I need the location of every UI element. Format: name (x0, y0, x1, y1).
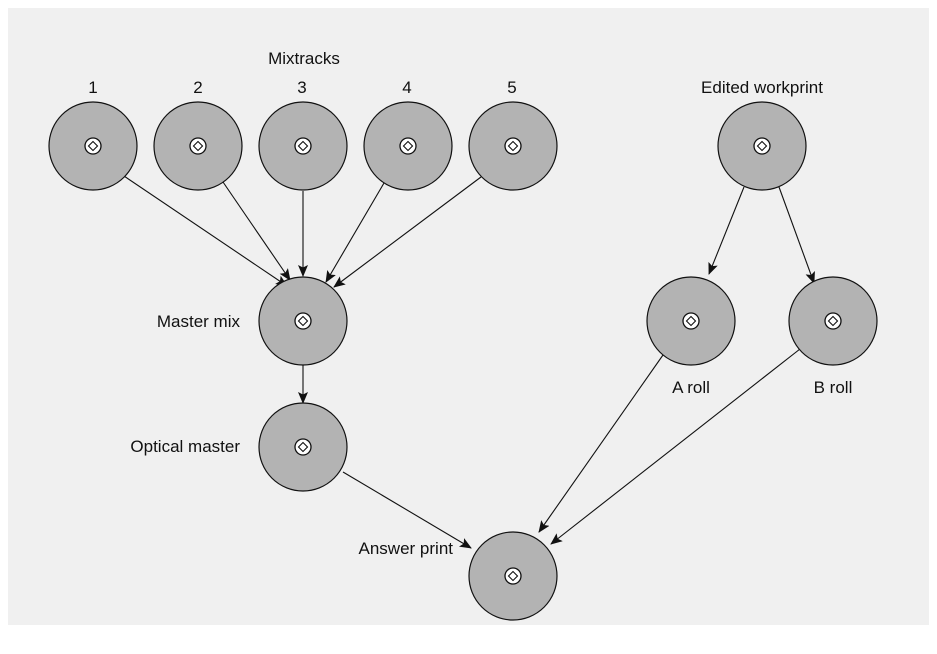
mixtrack-2-label: 2 (193, 78, 202, 97)
b-roll-reel-icon (788, 276, 878, 366)
arrow-mixtrack-5-to-master-mix (333, 176, 482, 288)
mixtrack-4-label: 4 (402, 78, 411, 97)
mixtrack-5-reel-icon (468, 101, 558, 191)
a-roll-label: A roll (672, 378, 710, 397)
master-mix-reel-icon (258, 276, 348, 366)
answer-print-reel-icon (468, 531, 558, 621)
mixtrack-3-label: 3 (297, 78, 306, 97)
mixtracks-title: Mixtracks (268, 49, 340, 68)
optical-master-label: Optical master (130, 437, 240, 456)
mixtrack-1-label: 1 (88, 78, 97, 97)
optical-master-reel-icon (258, 402, 348, 492)
b-roll-label: B roll (814, 378, 853, 397)
a-roll-reel-icon (646, 276, 736, 366)
mixtrack-2-reel-icon (153, 101, 243, 191)
answer-print-label: Answer print (359, 539, 454, 558)
arrow-b-roll-to-answer-print (550, 348, 801, 545)
arrow-a-roll-to-answer-print (538, 354, 664, 533)
arrow-mixtrack-4-to-master-mix (325, 182, 385, 283)
mixtrack-1-reel-icon (48, 101, 138, 191)
master-mix-label: Master mix (157, 312, 241, 331)
edited-workprint-label: Edited workprint (701, 78, 823, 97)
arrow-optical-master-to-answer-print (342, 471, 472, 549)
mixtrack-5-label: 5 (507, 78, 516, 97)
diagram-panel: Mixtracks 1 2 3 4 5 Edited workprint Mas… (8, 8, 929, 625)
flow-arrows (123, 175, 815, 549)
arrow-edited-workprint-to-b-roll (778, 186, 815, 284)
mixtrack-4-reel-icon (363, 101, 453, 191)
film-sound-workflow-diagram: Mixtracks 1 2 3 4 5 Edited workprint Mas… (48, 49, 878, 621)
arrow-edited-workprint-to-a-roll (708, 186, 745, 275)
edited-workprint-reel-icon (717, 101, 807, 191)
mixtrack-3-reel-icon (258, 101, 348, 191)
arrow-mixtrack-1-to-master-mix (123, 175, 288, 287)
arrow-mixtrack-2-to-master-mix (222, 181, 291, 281)
